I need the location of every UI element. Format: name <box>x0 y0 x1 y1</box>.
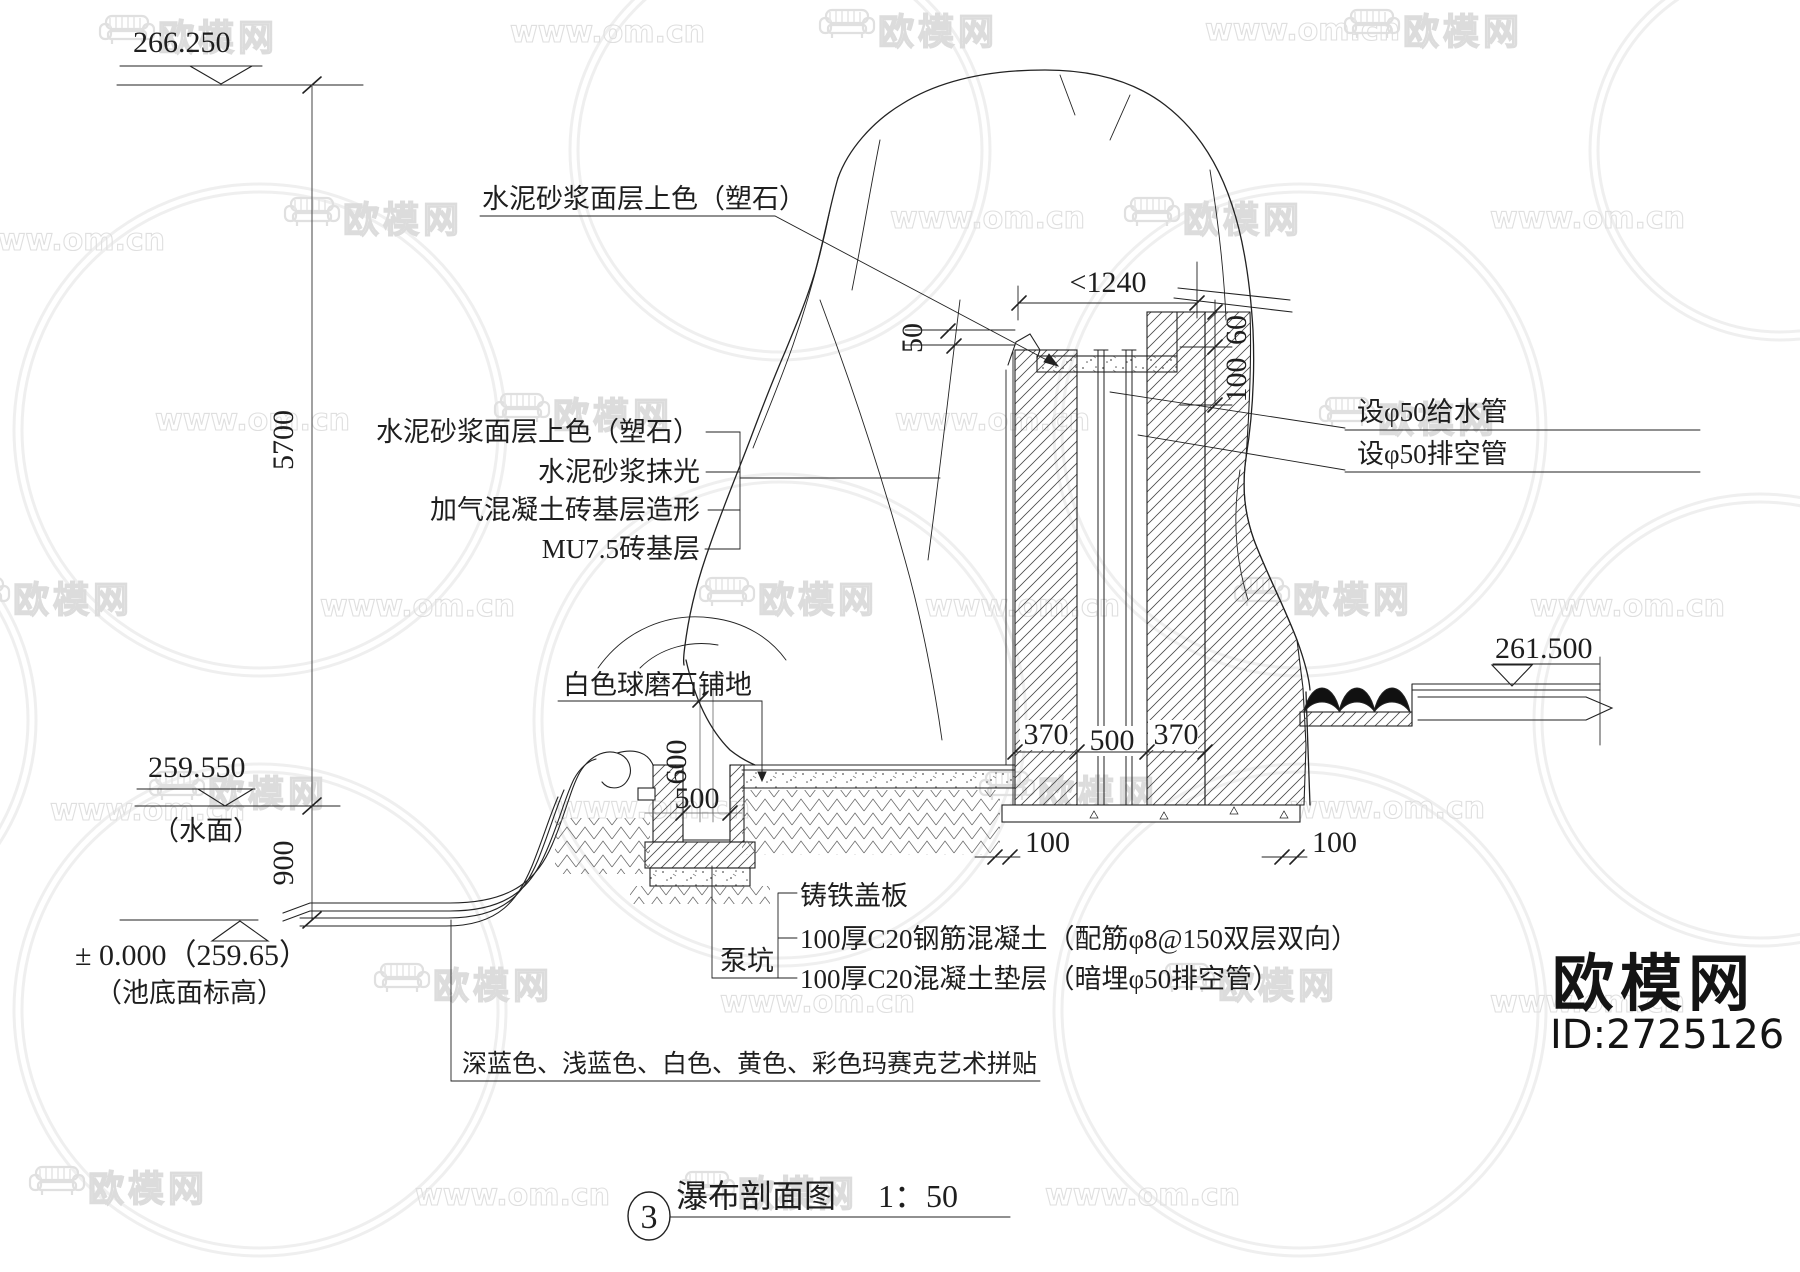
watermark-logos: 欧模网 欧模网 欧模网 欧模网 欧模网 欧模网 欧模网 欧模网 欧模网 欧模网 … <box>0 8 1523 1216</box>
label-plaster-left: 水泥砂浆面层上色（塑石） <box>376 417 700 447</box>
corner-brand: 欧模网 <box>1552 947 1756 1020</box>
rock-crack-lines <box>597 74 1249 741</box>
dim-pit-width-value: 500 <box>675 782 720 815</box>
footing-slab <box>1001 804 1301 823</box>
dim-top-width-value: <1240 <box>1070 266 1147 299</box>
watermark-site: www.om.cn <box>1290 791 1485 826</box>
label-plaster-top: 水泥砂浆面层上色（塑石） <box>482 184 806 214</box>
dim-wall-left-value: 370 <box>1024 718 1069 751</box>
dim-basin-lip-value: 60 <box>1220 315 1253 345</box>
leader-terrazzo <box>557 700 767 783</box>
elevation-water-marker <box>134 788 341 807</box>
watermark-brand: 欧模网 <box>88 1169 208 1210</box>
dim-overall-height: 5700 <box>267 410 300 470</box>
dim-footing-left-value: 100 <box>1025 826 1070 859</box>
dim-top-width <box>1011 261 1205 321</box>
watermark-brand: 欧模网 <box>553 396 673 437</box>
watermark-brand: 欧模网 <box>208 774 328 815</box>
watermark-site: www.om.cn <box>155 403 350 438</box>
label-rc-slab: 100厚C20钢筋混凝土（配筋φ8@150双层双向） <box>800 924 1358 954</box>
dim-pit-depth-value: 600 <box>660 740 693 785</box>
watermark-brand: 欧模网 <box>878 12 998 53</box>
dim-wall-right-value: 370 <box>1154 718 1199 751</box>
watermark-site: www.om.cn <box>890 201 1085 236</box>
watermark-site: www.om.cn <box>510 15 705 50</box>
label-supply-pipe: 设φ50给水管 <box>1357 397 1508 427</box>
elevation-top-value: 266.250 <box>133 26 231 59</box>
water-surface-note: （水面） <box>152 816 260 846</box>
label-mosaic: 深蓝色、浅蓝色、白色、黄色、彩色玛赛克艺术拼贴 <box>462 1050 1037 1078</box>
watermark-brand: 欧模网 <box>738 1174 858 1215</box>
title-name: 瀑布剖面图 <box>676 1178 836 1214</box>
label-pump-pit: 泵坑 <box>720 946 774 976</box>
watermark-site: www.om.cn <box>320 589 515 624</box>
label-cushion: 100厚C20混凝土垫层（暗埋φ50排空管） <box>800 964 1279 994</box>
elevation-top-marker <box>116 65 364 94</box>
corner-id: ID:2725126 <box>1550 1012 1784 1058</box>
dim-basin-depth-value: 100 <box>1220 358 1253 403</box>
label-brick-base: MU7.5砖基层 <box>542 534 700 564</box>
watermark-site: www.om.cn <box>1045 1178 1240 1213</box>
label-iron-cover: 铸铁盖板 <box>800 881 908 911</box>
scallop-band <box>1299 687 1413 727</box>
pump-pit <box>637 687 756 887</box>
watermark-site: www.om.cn <box>1530 589 1725 624</box>
elevation-water-value: 259.550 <box>148 751 246 784</box>
dim-wall-widths <box>1007 720 1213 760</box>
drain-pipe-stub <box>637 787 656 801</box>
watermark-site: www.om.cn <box>1490 985 1685 1020</box>
leader-left-labels <box>704 431 941 550</box>
terrazzo-paving <box>741 764 1016 789</box>
watermark-brand: 欧模网 <box>13 580 133 621</box>
watermark-brand: 欧模网 <box>1293 580 1413 621</box>
watermark-site: www.om.cn <box>1490 201 1685 236</box>
watermark-brand: 欧模网 <box>1378 400 1498 441</box>
pool-bottom-note: （池底面标高） <box>95 978 284 1008</box>
watermark-brand: 欧模网 <box>433 966 553 1007</box>
watermark-brand: 欧模网 <box>1403 12 1523 53</box>
watermark-brand: 欧模网 <box>1183 200 1303 241</box>
title-scale: 1：50 <box>878 1178 958 1214</box>
dim-footing <box>974 849 1308 865</box>
deck-platform <box>1411 656 1614 746</box>
elevation-deck-value: 261.500 <box>1495 632 1593 665</box>
dim-lip <box>904 323 1016 354</box>
elevation-pool-bottom-marker <box>119 919 270 942</box>
title-number: 3 <box>641 1199 658 1236</box>
leader-mosaic <box>450 919 1041 1082</box>
pool-floor-lines <box>282 750 654 927</box>
watermark-site: www.om.cn <box>1205 13 1400 48</box>
leader-pipes <box>1109 391 1701 473</box>
leader-plaster-top <box>479 215 1060 367</box>
soil-hatch <box>555 790 1000 904</box>
label-drain-pipe: 设φ50排空管 <box>1357 439 1508 469</box>
label-aac-base: 加气混凝土砖基层造形 <box>430 495 700 525</box>
watermark-brand: 欧模网 <box>158 18 278 59</box>
leader-pit-labels <box>711 865 798 979</box>
watermark-brand: 欧模网 <box>758 580 878 621</box>
watermark-site: www.om.cn <box>0 223 165 258</box>
watermark-site: www.om.cn <box>720 985 915 1020</box>
dim-lip-value: 50 <box>896 323 929 353</box>
dim-footing-right-value: 100 <box>1312 826 1357 859</box>
elevation-pool-bottom-value: ± 0.000（259.65） <box>75 939 309 972</box>
dim-cavity-value: 500 <box>1090 724 1135 757</box>
title-block <box>627 1191 1011 1241</box>
dim-lower-height: 900 <box>267 841 300 886</box>
label-terrazzo: 白色球磨石铺地 <box>563 670 752 700</box>
dim-basin <box>1176 299 1233 413</box>
watermark-brand: 欧模网 <box>1218 966 1338 1007</box>
watermark-brand: 欧模网 <box>343 200 463 241</box>
label-trowel: 水泥砂浆抹光 <box>538 457 700 487</box>
watermark-site: www.om.cn <box>415 1178 610 1213</box>
